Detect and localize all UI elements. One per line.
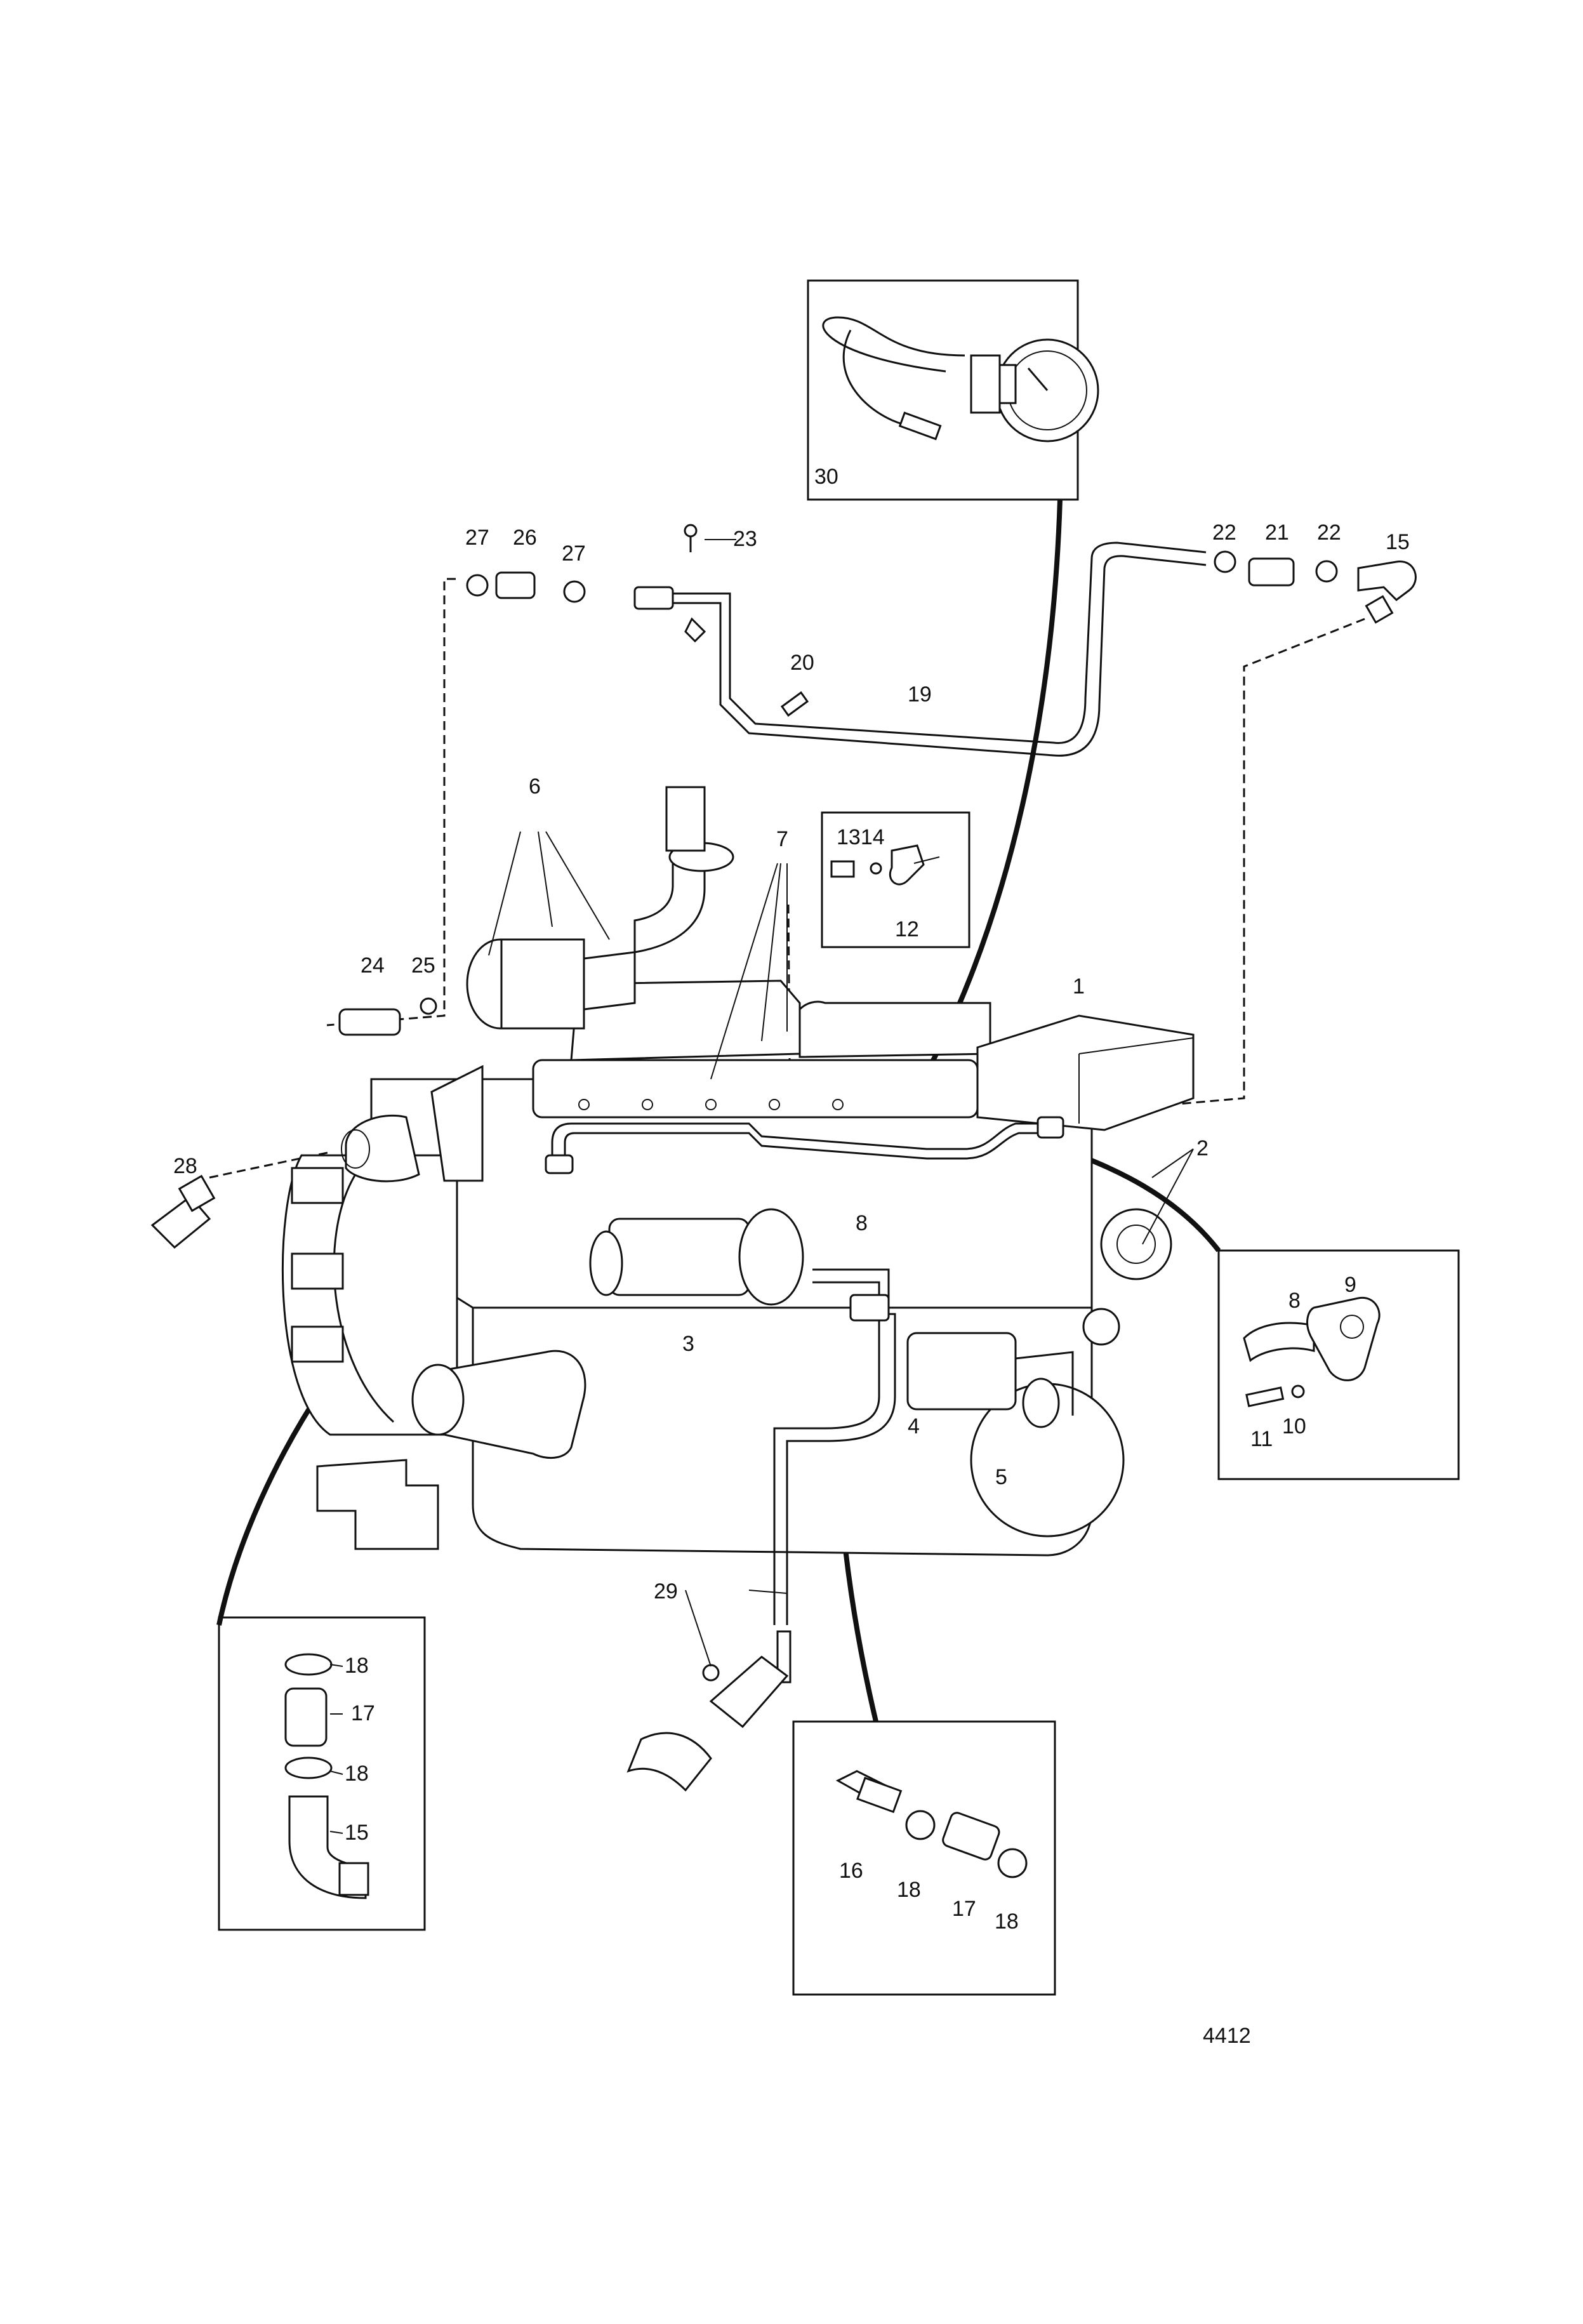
- callout-17-inset-left: 17: [351, 1701, 375, 1725]
- callout-5: 5: [995, 1465, 1007, 1489]
- callout-13-14: 1314: [837, 825, 885, 849]
- callout-27-b: 27: [562, 541, 586, 566]
- return-pipe-assembly: [466, 524, 1417, 757]
- callout-19: 19: [908, 682, 932, 707]
- callout-18-d: 18: [995, 1909, 1019, 1934]
- callout-15-inset: 15: [345, 1821, 369, 1845]
- callout-8-inset: 8: [1288, 1289, 1301, 1313]
- callout-15: 15: [1386, 530, 1410, 554]
- callout-21: 21: [1265, 521, 1289, 545]
- inset-elbow-left: [218, 1616, 426, 1931]
- callout-2: 2: [1196, 1136, 1209, 1160]
- inset-fittings-bottom: [792, 1720, 1056, 1996]
- callout-6: 6: [529, 774, 541, 799]
- callout-18-b: 18: [345, 1762, 369, 1786]
- callout-18-a: 18: [345, 1654, 369, 1678]
- callout-23: 23: [733, 527, 757, 551]
- callout-11: 11: [1250, 1427, 1273, 1451]
- callout-28: 28: [173, 1154, 197, 1178]
- callout-10: 10: [1282, 1414, 1306, 1438]
- callout-27-a: 27: [465, 526, 489, 550]
- callout-4: 4: [908, 1414, 920, 1438]
- callout-12: 12: [895, 917, 919, 941]
- callout-3: 3: [682, 1332, 694, 1356]
- inset-gauge: 30: [807, 279, 1099, 501]
- callout-8: 8: [856, 1211, 868, 1235]
- leader-left-return: [326, 578, 456, 1026]
- callout-18-c: 18: [897, 1878, 921, 1902]
- inset-clamp: [821, 811, 970, 948]
- callout-30: 30: [814, 465, 838, 489]
- callout-24: 24: [361, 953, 385, 978]
- leader-right-return: [1170, 618, 1365, 1106]
- callout-29: 29: [654, 1579, 678, 1604]
- engine-block: [150, 786, 1195, 1792]
- callout-25: 25: [411, 953, 435, 978]
- callout-20: 20: [790, 651, 814, 675]
- callout-17-inset-bottom: 17: [952, 1897, 976, 1921]
- callout-22-b: 22: [1317, 521, 1341, 545]
- figure-number: 4412: [1203, 2024, 1251, 2048]
- callout-16: 16: [839, 1859, 863, 1883]
- callout-26: 26: [513, 526, 537, 550]
- inset-flange: [1217, 1249, 1460, 1480]
- callout-9: 9: [1344, 1273, 1356, 1297]
- callout-1: 1: [1073, 974, 1085, 999]
- callout-22-a: 22: [1212, 521, 1236, 545]
- callout-labels: 1 2 3 4 5 6 7 8 8 9 10 11 12 1314 15 15 …: [173, 521, 1410, 2048]
- callout-leaders: [329, 539, 1194, 1834]
- callout-7: 7: [776, 827, 788, 851]
